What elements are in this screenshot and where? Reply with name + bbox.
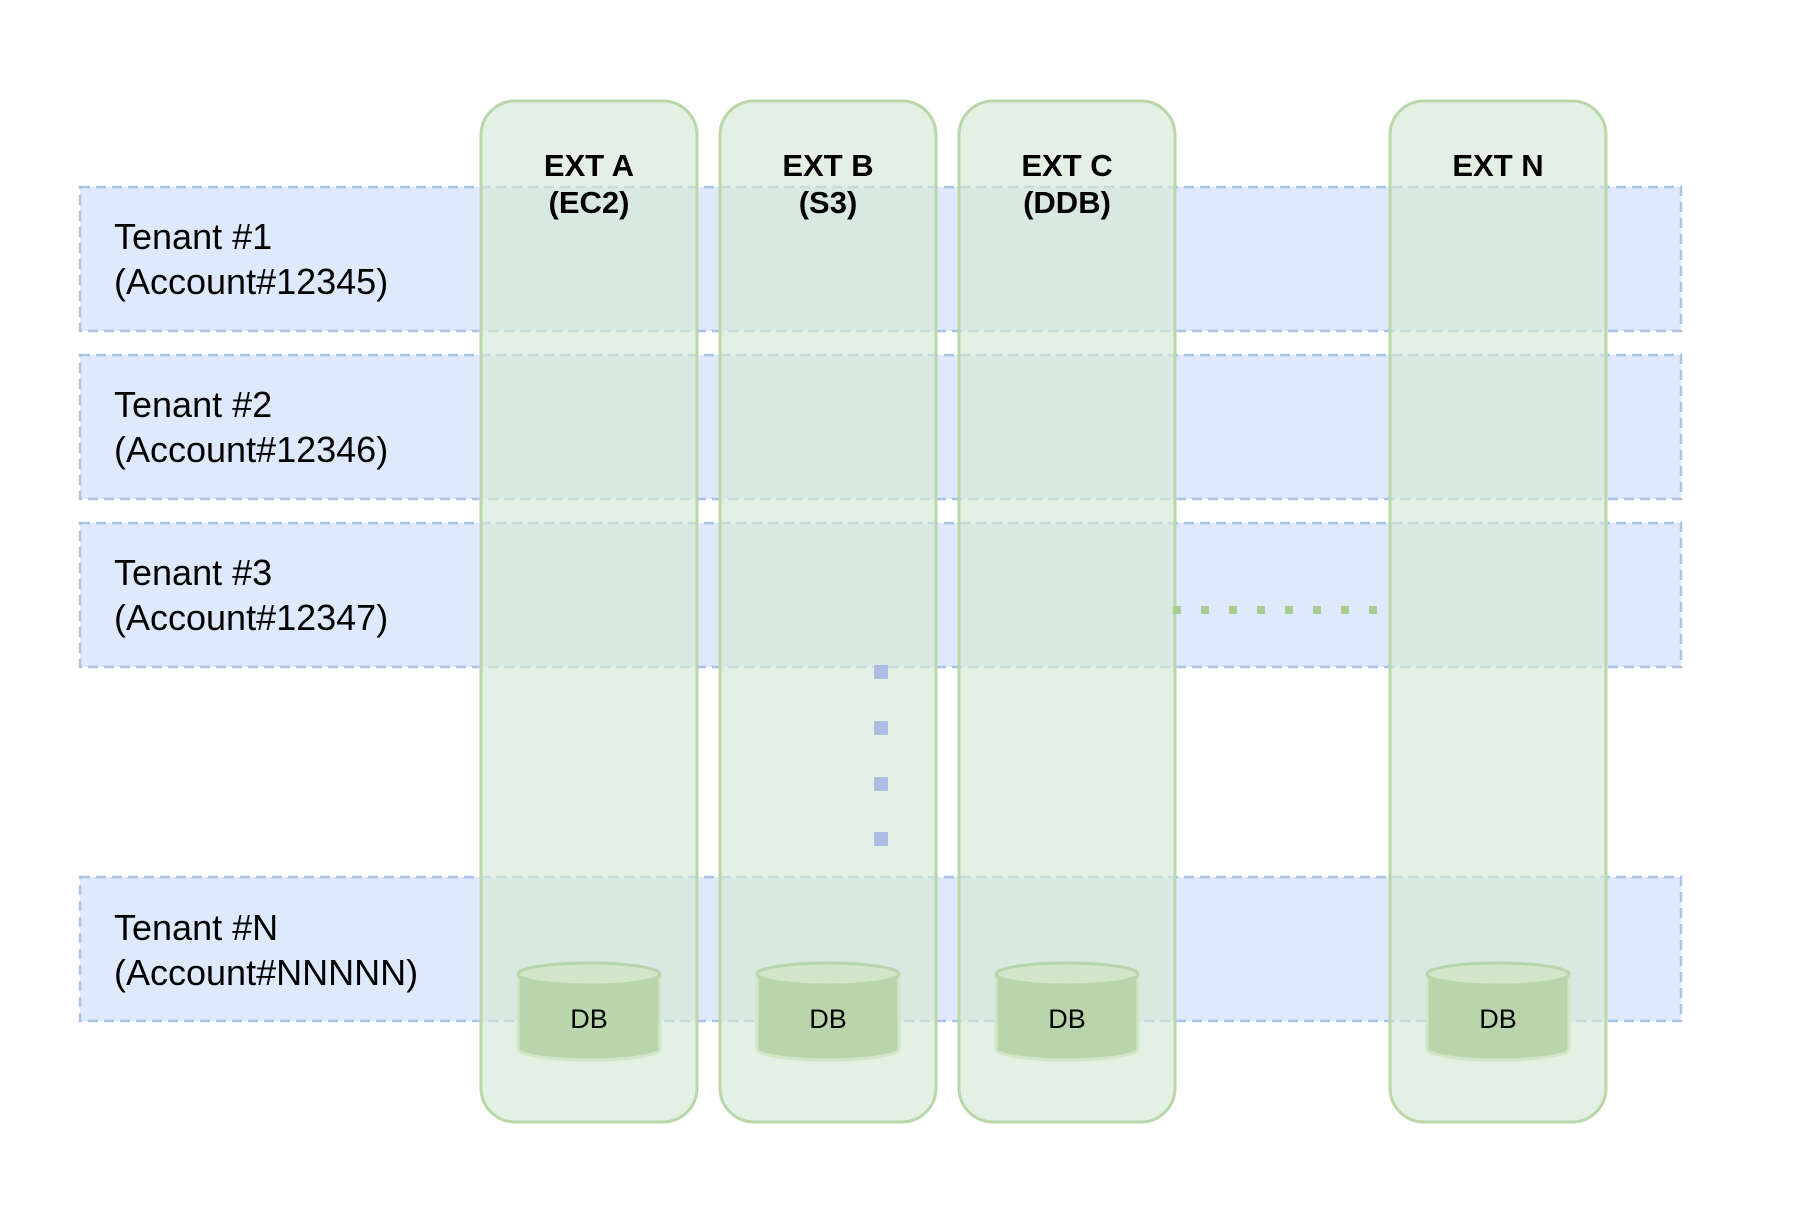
ext-a-service: (EC2) (549, 185, 630, 220)
ext-n-name: EXT N (1452, 148, 1543, 183)
tenant-3-account: (Account#12347) (114, 597, 388, 638)
db-top (516, 961, 662, 987)
extension-columns (479, 99, 1608, 1124)
ext-column-b[interactable] (718, 99, 938, 1124)
tenant-n-account: (Account#NNNNN) (114, 952, 418, 993)
more-extensions-indicator (1173, 606, 1377, 614)
ext-b-name: EXT B (782, 148, 873, 183)
ext-c-service: (DDB) (1023, 185, 1111, 220)
db-label-b: DB (809, 1004, 847, 1034)
extension-headers: EXT A (EC2) EXT B (S3) EXT C (DDB) EXT N (544, 148, 1544, 220)
horizontal-dot (1173, 606, 1181, 614)
tenant-3-name: Tenant #3 (114, 552, 272, 593)
vertical-dot (874, 665, 888, 679)
ext-column-n[interactable] (1388, 99, 1608, 1124)
tenant-1-name: Tenant #1 (114, 216, 272, 257)
more-tenants-indicator (874, 665, 888, 846)
db-label-a: DB (570, 1004, 608, 1034)
database-icon (755, 972, 901, 1062)
horizontal-dot (1341, 606, 1349, 614)
db-label-c: DB (1048, 1004, 1086, 1034)
tenant-2-account: (Account#12346) (114, 429, 388, 470)
db-cylinder-c[interactable]: DB (994, 961, 1140, 1062)
database-icon (994, 972, 1140, 1062)
vertical-dot (874, 832, 888, 846)
horizontal-dot (1369, 606, 1377, 614)
tenant-labels: Tenant #1 (Account#12345) Tenant #2 (Acc… (114, 216, 418, 993)
vertical-dot (874, 721, 888, 735)
db-top (1425, 961, 1571, 987)
database-icon (516, 972, 662, 1062)
horizontal-dot (1313, 606, 1321, 614)
db-cylinder-n[interactable]: DB (1425, 961, 1571, 1062)
db-cylinder-a[interactable]: DB (516, 961, 662, 1062)
vertical-dot (874, 777, 888, 791)
ext-column-a[interactable] (479, 99, 699, 1124)
ext-a-name: EXT A (544, 148, 634, 183)
horizontal-dot (1201, 606, 1209, 614)
tenant-2-name: Tenant #2 (114, 384, 272, 425)
db-top (755, 961, 901, 987)
db-label-n: DB (1479, 1004, 1517, 1034)
horizontal-dot (1257, 606, 1265, 614)
tenant-n-name: Tenant #N (114, 907, 278, 948)
db-cylinder-b[interactable]: DB (755, 961, 901, 1062)
horizontal-dot (1229, 606, 1237, 614)
horizontal-dot (1285, 606, 1293, 614)
ext-b-service: (S3) (799, 185, 858, 220)
tenant-1-account: (Account#12345) (114, 261, 388, 302)
ext-c-name: EXT C (1021, 148, 1112, 183)
db-top (994, 961, 1140, 987)
database-icon (1425, 972, 1571, 1062)
